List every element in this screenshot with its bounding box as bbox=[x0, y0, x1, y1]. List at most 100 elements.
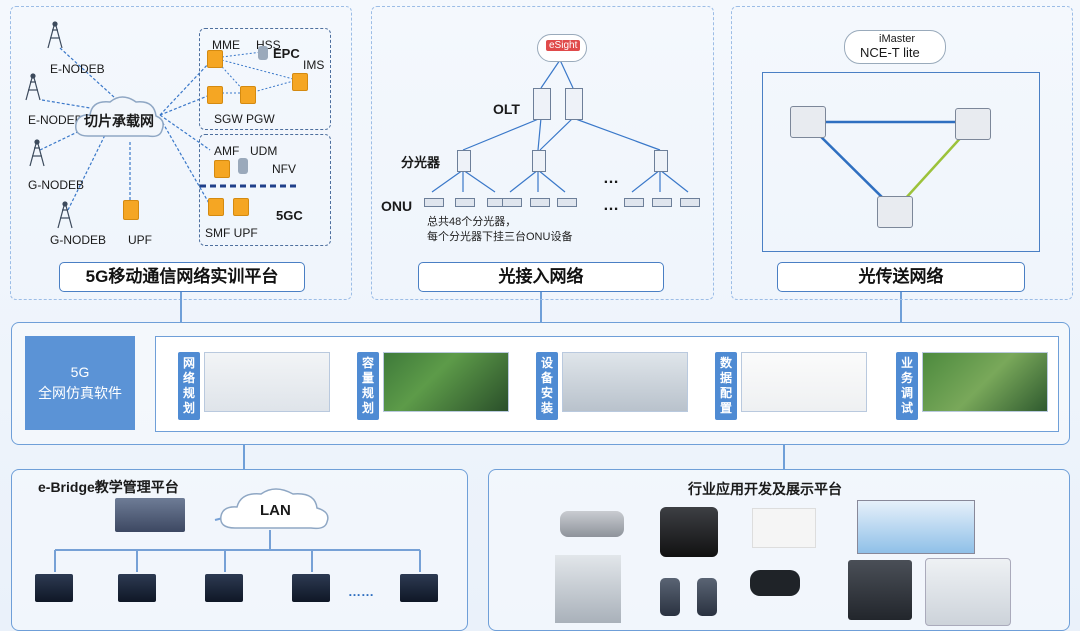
splitter-label: 分光器 bbox=[401, 155, 441, 170]
module-thumbnail bbox=[383, 352, 509, 412]
simulation-label-line1: 5G bbox=[70, 364, 90, 380]
nfv-label: NFV bbox=[272, 162, 296, 176]
enodeb-label-2: E-NODEB bbox=[28, 113, 83, 127]
transport-box bbox=[762, 72, 1040, 252]
olt-device bbox=[565, 88, 583, 120]
module-thumbnail bbox=[922, 352, 1048, 412]
amf-label: AMF bbox=[214, 144, 240, 158]
tower-icon bbox=[25, 73, 41, 101]
onu-device bbox=[680, 198, 700, 207]
router-icon bbox=[292, 73, 308, 91]
cloud-icon bbox=[220, 488, 329, 530]
optical-access-panel bbox=[371, 6, 714, 300]
gnodeb-label-2: G-NODEB bbox=[50, 233, 107, 247]
splitter-note-line2: 每个分光器下挂三台ONU设备 bbox=[427, 231, 573, 243]
router-icon bbox=[207, 50, 223, 68]
router-icon bbox=[123, 200, 139, 220]
module-service-debugging[interactable]: 业务调试 bbox=[896, 352, 918, 420]
database-icon bbox=[238, 158, 248, 174]
onu-device bbox=[455, 198, 475, 207]
mme-label: MME bbox=[212, 38, 240, 52]
router-icon bbox=[208, 198, 224, 216]
computer-icon bbox=[400, 574, 438, 602]
server-icon bbox=[115, 498, 185, 532]
onu-device bbox=[530, 198, 550, 207]
module-thumbnail bbox=[204, 352, 330, 412]
olt-label: OLT bbox=[493, 101, 520, 117]
onu-label: ONU bbox=[381, 198, 413, 214]
module-thumbnail bbox=[562, 352, 688, 412]
splitter-note-line1: 总共48个分光器， bbox=[427, 216, 517, 228]
handheld-device bbox=[660, 578, 680, 616]
sensor-kit-image bbox=[752, 508, 816, 548]
module-network-planning[interactable]: 网络规划 bbox=[178, 352, 200, 420]
enodeb-label-1: E-NODEB bbox=[50, 62, 105, 76]
smf-upf-label: SMF UPF bbox=[205, 226, 258, 240]
sgw-pgw-label: SGW PGW bbox=[214, 112, 275, 126]
epc-box bbox=[199, 28, 331, 130]
ebridge-panel bbox=[11, 469, 468, 631]
onu-device bbox=[624, 198, 644, 207]
smart-city-display bbox=[857, 500, 975, 554]
onu-device bbox=[502, 198, 522, 207]
cloud-label: 切片承载网 bbox=[84, 113, 154, 129]
transport-node bbox=[790, 106, 826, 138]
database-icon bbox=[258, 46, 268, 60]
fivegc-box bbox=[199, 134, 331, 246]
splitter-device bbox=[457, 150, 471, 172]
robot-car-image bbox=[660, 507, 718, 557]
gnodeb-label-1: G-NODEB bbox=[28, 178, 85, 192]
gateway-box-image bbox=[925, 558, 1011, 626]
transport-node bbox=[955, 108, 991, 140]
imaster-cloud bbox=[844, 30, 946, 64]
vr-headset-image bbox=[750, 570, 800, 596]
ellipsis: … bbox=[603, 170, 619, 187]
drone-image bbox=[560, 511, 624, 537]
optical-access-title: 光接入网络 bbox=[418, 262, 664, 292]
ebridge-title: e-Bridge教学管理平台 bbox=[38, 479, 179, 495]
module-data-configuration[interactable]: 数据配置 bbox=[715, 352, 737, 420]
esight-label: eSight bbox=[546, 40, 581, 51]
lan-label: LAN bbox=[260, 502, 291, 519]
router-icon bbox=[214, 160, 230, 178]
imaster-line2: NCE-T lite bbox=[860, 45, 920, 60]
tower-icon bbox=[57, 201, 73, 229]
module-thumbnail bbox=[741, 352, 867, 412]
transport-node bbox=[877, 196, 913, 228]
udm-label: UDM bbox=[250, 144, 278, 158]
simulation-label-line2: 全网仿真软件 bbox=[38, 385, 122, 401]
imaster-line1: iMaster bbox=[879, 33, 916, 45]
computer-icon bbox=[35, 574, 73, 602]
router-icon bbox=[207, 86, 223, 104]
tower-icon bbox=[47, 21, 63, 49]
module-capacity-planning[interactable]: 容量规划 bbox=[357, 352, 379, 420]
olt-device bbox=[533, 88, 551, 120]
simulation-label-box bbox=[25, 336, 135, 430]
fiveg-title: 5G移动通信网络实训平台 bbox=[59, 262, 305, 292]
optical-transport-title: 光传送网络 bbox=[777, 262, 1025, 292]
computer-icon bbox=[118, 574, 156, 602]
fivegc-label: 5GC bbox=[276, 208, 303, 223]
ellipsis: …… bbox=[348, 584, 374, 599]
router-icon bbox=[233, 198, 249, 216]
splitter-device bbox=[532, 150, 546, 172]
splitter-device bbox=[654, 150, 668, 172]
industry-title: 行业应用开发及展示平台 bbox=[688, 481, 842, 497]
cloud-icon bbox=[75, 96, 164, 138]
onu-device bbox=[557, 198, 577, 207]
computer-icon bbox=[292, 574, 330, 602]
module-device-installation[interactable]: 设备安装 bbox=[536, 352, 558, 420]
ims-label: IMS bbox=[303, 58, 325, 72]
tower-icon bbox=[29, 139, 45, 167]
robot-arm-image bbox=[555, 555, 621, 623]
test-case-image bbox=[848, 560, 912, 620]
optical-transport-panel bbox=[731, 6, 1073, 300]
router-icon bbox=[240, 86, 256, 104]
onu-device bbox=[424, 198, 444, 207]
upf-left-label: UPF bbox=[128, 233, 152, 247]
handheld-device bbox=[697, 578, 717, 616]
computer-icon bbox=[205, 574, 243, 602]
epc-label: EPC bbox=[273, 46, 300, 61]
onu-device bbox=[652, 198, 672, 207]
